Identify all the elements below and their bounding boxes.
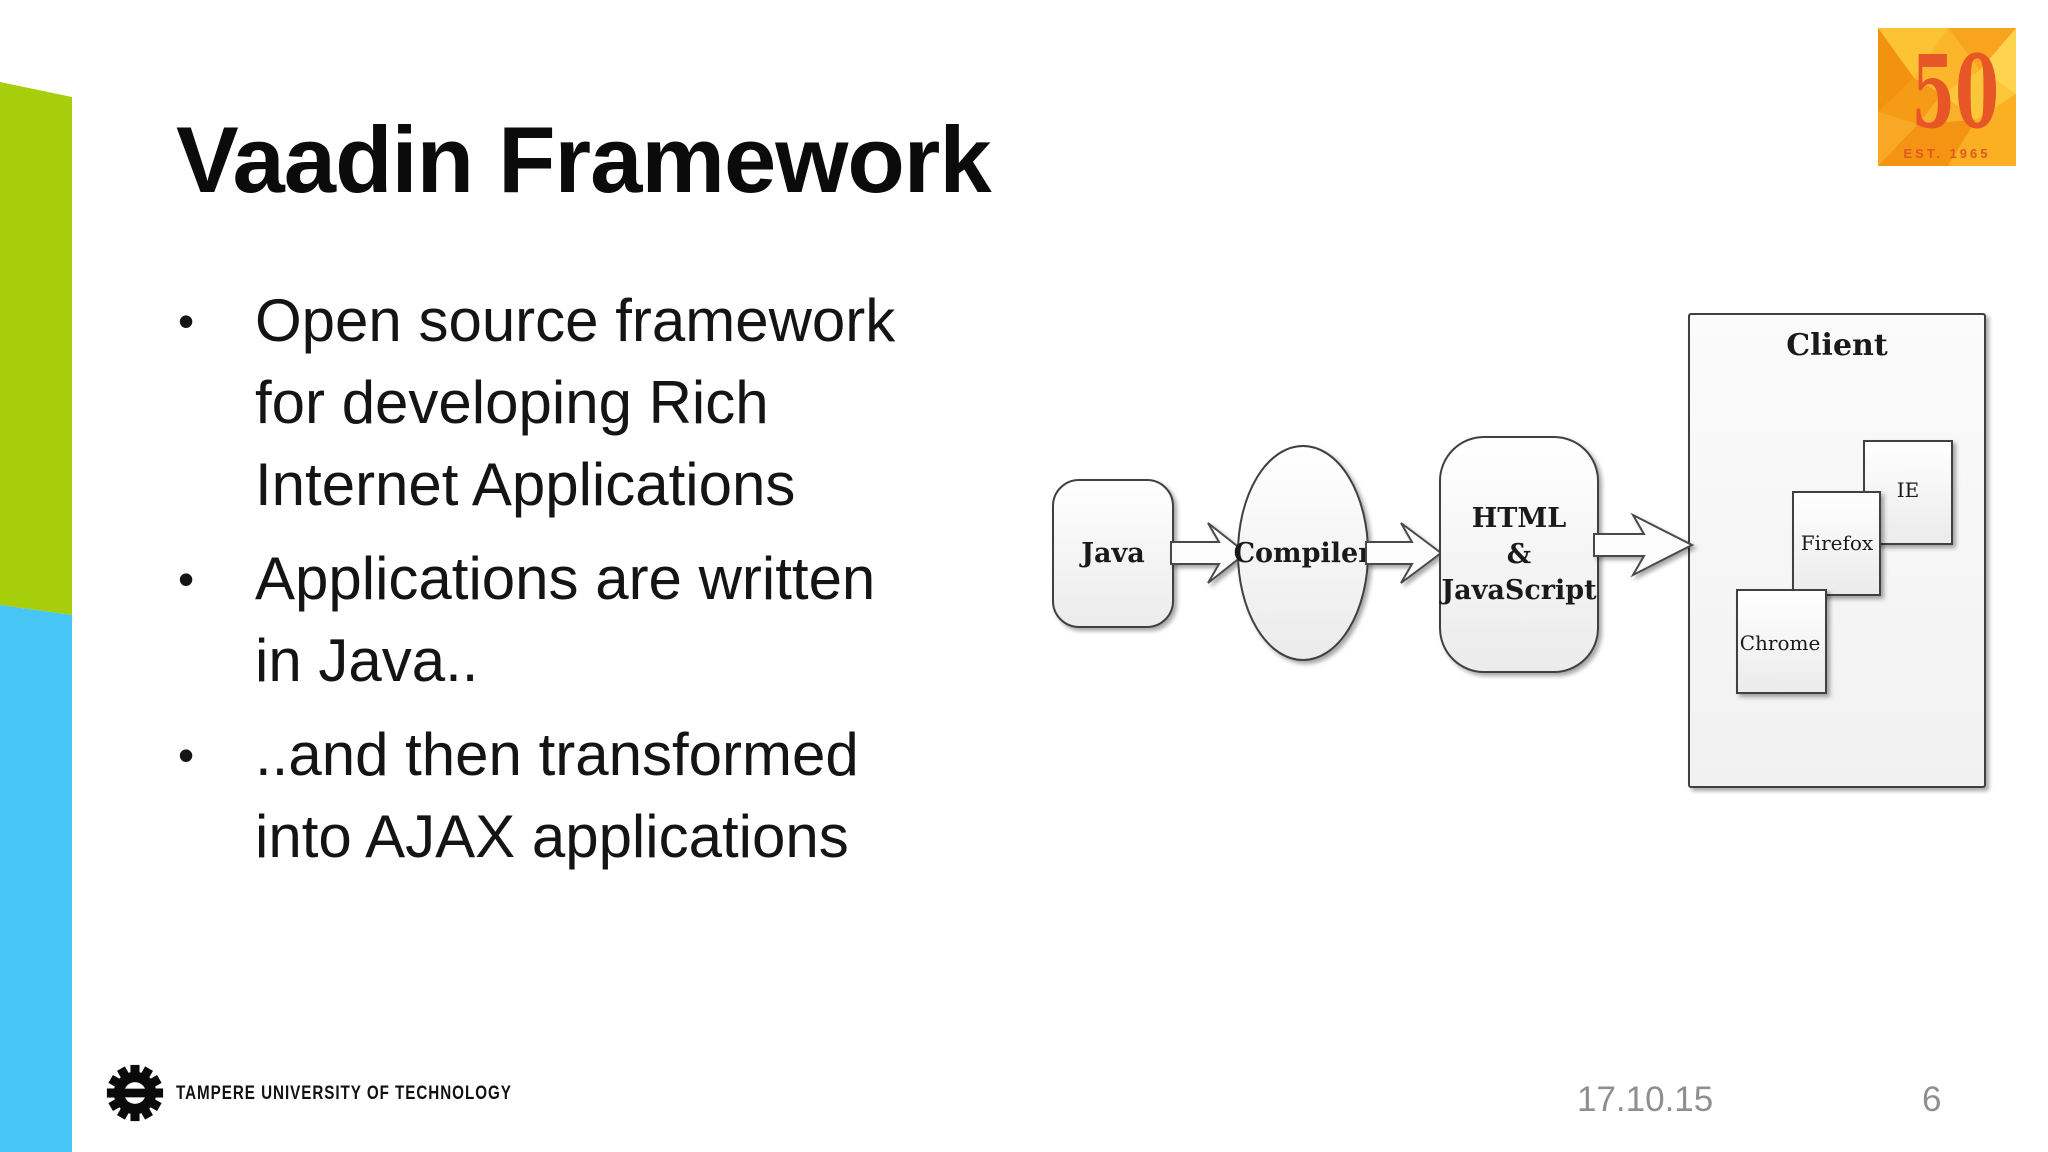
chrome-box [1736, 589, 1827, 694]
java-node-label: Java [1079, 538, 1144, 569]
bullet-line: in Java.. [255, 627, 479, 694]
side-accent-bars [0, 82, 72, 1152]
anniversary-badge: 50 EST. 1965 [1878, 28, 2016, 166]
blue-accent-bar [0, 605, 72, 1152]
badge-number: 50 [1911, 32, 1999, 151]
bullet-line: ..and then transformed [255, 721, 859, 788]
bullet-marker: • [178, 553, 195, 605]
slide-title: Vaadin Framework [176, 107, 992, 212]
bullet-line: into AJAX applications [255, 803, 849, 870]
university-logo-gear-icon [106, 1064, 164, 1122]
firefox-label: Firefox [1801, 531, 1874, 555]
bullet-item: • Open source framework for developing R… [178, 280, 1038, 526]
flow-arrow-icon [1365, 522, 1443, 584]
chrome-label: Chrome [1740, 631, 1821, 655]
flow-arrow-icon [1170, 522, 1248, 584]
html-node-line: HTML [1472, 503, 1566, 534]
bullet-line: for developing Rich [255, 369, 769, 436]
html-node-line: & [1507, 539, 1531, 570]
footer-date: 17.10.15 [1577, 1080, 1714, 1119]
firefox-box [1792, 491, 1881, 596]
green-accent-bar [0, 82, 72, 615]
client-label: Client [1786, 328, 1888, 363]
bullet-marker: • [178, 295, 195, 347]
badge-polygon-art-icon [1878, 28, 2016, 166]
bullet-line: Open source framework [255, 287, 896, 354]
bullet-line: Internet Applications [255, 451, 796, 518]
flow-arrow-icon [1593, 512, 1695, 578]
footer-page-number: 6 [1922, 1080, 1942, 1119]
bullet-marker: • [178, 729, 195, 781]
university-name: TAMPERE UNIVERSITY OF TECHNOLOGY [176, 1083, 512, 1104]
ie-label: IE [1897, 478, 1920, 502]
bullet-line: Applications are written [255, 545, 876, 612]
html-node-line: JavaScript [1439, 575, 1597, 606]
badge-established: EST. 1965 [1903, 146, 1991, 161]
bullet-item: • Applications are written in Java.. [178, 538, 1038, 702]
bullet-item: • ..and then transformed into AJAX appli… [178, 714, 1038, 878]
bullet-list: • Open source framework for developing R… [178, 280, 1038, 890]
compiler-node-label: Compiler [1234, 538, 1374, 569]
architecture-diagram: Java Compiler HTML & JavaScript Client I… [1052, 313, 1986, 788]
